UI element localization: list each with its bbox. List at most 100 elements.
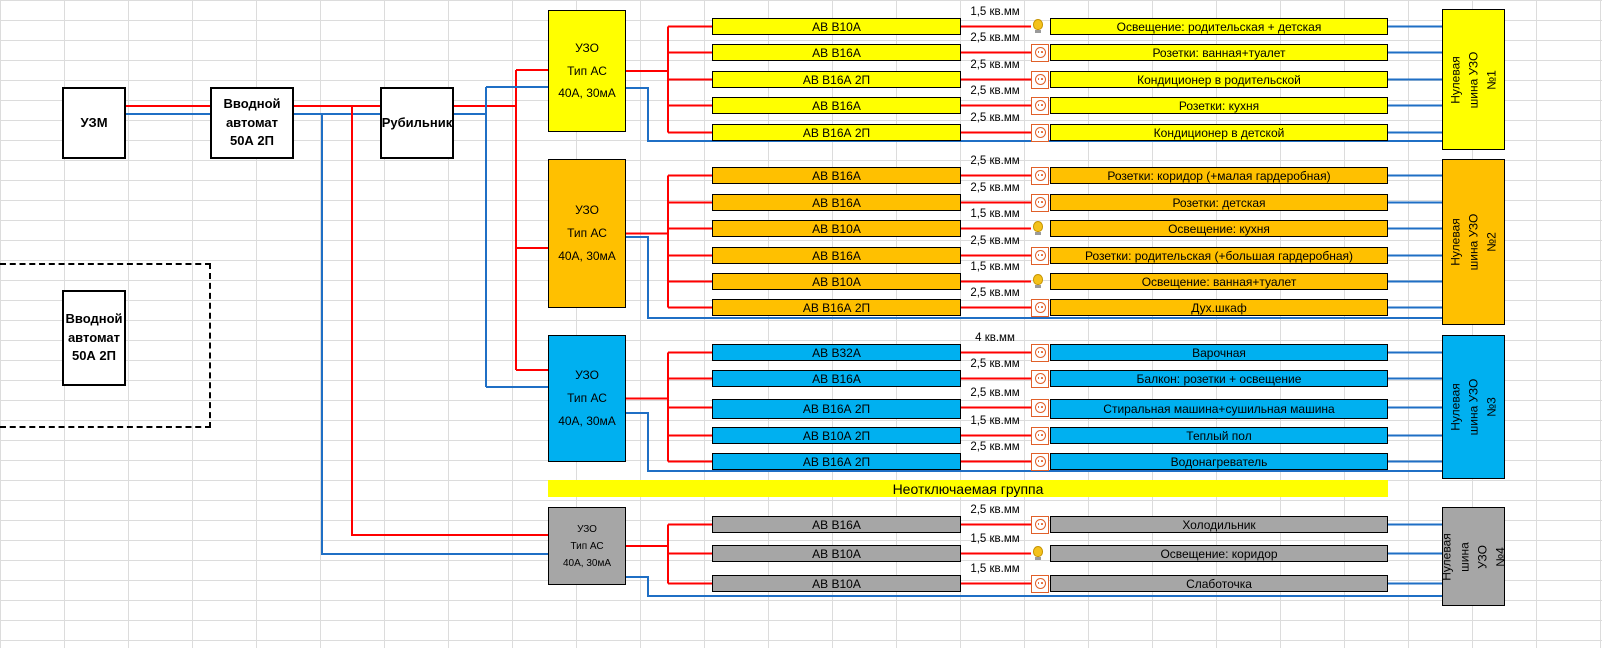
socket-icon-glyph — [1034, 197, 1046, 208]
cable-label-4-2: 1,5 кв.мм — [970, 533, 1020, 545]
socket-icon-glyph — [1034, 74, 1046, 85]
breaker-2-1: АВ В16А — [712, 167, 961, 184]
load-4-2: Освещение: коридор — [1050, 545, 1388, 562]
load-2-1: Розетки: коридор (+малая гардеробная) — [1050, 167, 1388, 184]
breaker-3-5: АВ В16А 2П — [712, 453, 961, 470]
breaker-1-4: АВ В16А — [712, 97, 961, 114]
breaker-3-1: АВ В32А — [712, 344, 961, 361]
load-3-2: Балкон: розетки + освещение — [1050, 370, 1388, 387]
socket-icon — [1031, 515, 1049, 534]
uzo-box-4: УЗО Тип АС 40А, 30мА — [548, 507, 626, 585]
neutral-bus-4: Нулевая шина УЗО №4 — [1440, 507, 1508, 606]
cable-label-2-3: 1,5 кв.мм — [970, 208, 1020, 220]
load-2-2: Розетки: детская — [1050, 194, 1388, 211]
load-2-4: Розетки: родительская (+большая гардероб… — [1050, 247, 1388, 264]
load-2-3: Освещение: кухня — [1050, 220, 1388, 237]
breaker-2-6: АВ В16А 2П — [712, 299, 961, 316]
bulb-icon-glyph — [1033, 19, 1043, 33]
neutral-bus-2: Нулевая шина УЗО №2 — [1442, 159, 1505, 325]
neutral-bus-label-4: Нулевая шина УЗО №4 — [1439, 532, 1508, 581]
cable-label-2-6: 2,5 кв.мм — [970, 287, 1020, 299]
neutral-bus-label-1: Нулевая шина УЗО №1 — [1448, 51, 1499, 108]
socket-icon — [1031, 298, 1049, 317]
breaker-2-3: АВ В10А — [712, 220, 961, 237]
breaker-1-1: АВ В10А — [712, 18, 961, 35]
breaker-2-4: АВ В16А — [712, 247, 961, 264]
bulb-icon — [1031, 220, 1045, 238]
socket-icon-glyph — [1034, 373, 1046, 384]
socket-icon — [1031, 43, 1049, 62]
cable-label-2-2: 2,5 кв.мм — [970, 182, 1020, 194]
uzm-box: УЗМ — [62, 87, 126, 159]
load-4-1: Холодильник — [1050, 516, 1388, 533]
cable-label-1-1: 1,5 кв.мм — [970, 6, 1020, 18]
cable-label-2-5: 1,5 кв.мм — [970, 261, 1020, 273]
socket-icon-glyph — [1034, 127, 1046, 138]
breaker-3-4: АВ В10А 2П — [712, 427, 961, 444]
socket-icon — [1031, 193, 1049, 212]
socket-icon-glyph — [1034, 347, 1046, 358]
breaker-4-3: АВ В10А — [712, 575, 961, 592]
load-3-1: Варочная — [1050, 344, 1388, 361]
load-2-5: Освещение: ванная+туалет — [1050, 273, 1388, 290]
bulb-icon-glyph — [1033, 546, 1043, 560]
breaker-3-3: АВ В16А 2П — [712, 399, 961, 419]
load-1-1: Освещение: родительская + детская — [1050, 18, 1388, 35]
load-1-3: Кондиционер в родительской — [1050, 71, 1388, 88]
bulb-icon — [1031, 18, 1045, 36]
socket-icon-glyph — [1034, 47, 1046, 58]
neutral-bus-label-3: Нулевая шина УЗО №3 — [1448, 378, 1499, 436]
socket-icon-glyph — [1034, 250, 1046, 261]
breaker-2-2: АВ В16А — [712, 194, 961, 211]
socket-icon-glyph — [1034, 100, 1046, 111]
breaker-1-5: АВ В16А 2П — [712, 124, 961, 141]
uzo-box-1: УЗО Тип АС 40А, 30мА — [548, 10, 626, 132]
bulb-icon-glyph — [1033, 221, 1043, 235]
cable-label-1-4: 2,5 кв.мм — [970, 85, 1020, 97]
socket-icon-glyph — [1034, 302, 1046, 313]
socket-icon — [1031, 343, 1049, 362]
socket-icon — [1031, 452, 1049, 471]
optional-area — [0, 263, 211, 428]
socket-icon-glyph — [1034, 456, 1046, 467]
phase-wire-group4-feed — [351, 106, 548, 536]
cable-label-2-4: 2,5 кв.мм — [970, 235, 1020, 247]
cable-label-3-5: 2,5 кв.мм — [970, 441, 1020, 453]
non-switchable-group-banner: Неотключаемая группа — [548, 480, 1388, 497]
socket-icon-glyph — [1034, 170, 1046, 181]
cable-label-3-4: 1,5 кв.мм — [970, 415, 1020, 427]
cable-label-4-3: 1,5 кв.мм — [970, 563, 1020, 575]
uzo-box-3: УЗО Тип АС 40А, 30мА — [548, 335, 626, 462]
bulb-icon-glyph — [1033, 274, 1043, 288]
socket-icon — [1031, 96, 1049, 115]
load-1-5: Кондиционер в детской — [1050, 124, 1388, 141]
cable-label-1-2: 2,5 кв.мм — [970, 32, 1020, 44]
cable-label-3-1: 4 кв.мм — [975, 332, 1015, 344]
socket-icon — [1031, 166, 1049, 185]
socket-icon-glyph — [1034, 578, 1046, 589]
breaker-2-5: АВ В10А — [712, 273, 961, 290]
neutral-bus-3: Нулевая шина УЗО №3 — [1442, 335, 1505, 479]
socket-icon-glyph — [1034, 519, 1046, 530]
neutral-bus-label-2: Нулевая шина УЗО №2 — [1448, 213, 1499, 271]
switch-box: Рубильник — [380, 87, 454, 159]
cable-label-2-1: 2,5 кв.мм — [970, 155, 1020, 167]
socket-icon — [1031, 123, 1049, 142]
cable-label-4-1: 2,5 кв.мм — [970, 504, 1020, 516]
breaker-3-2: АВ В16А — [712, 370, 961, 387]
socket-icon — [1031, 70, 1049, 89]
neutral-bus-1: Нулевая шина УЗО №1 — [1442, 9, 1505, 150]
breaker-1-3: АВ В16А 2П — [712, 71, 961, 88]
cable-label-3-3: 2,5 кв.мм — [970, 387, 1020, 399]
load-2-6: Дух.шкаф — [1050, 299, 1388, 316]
load-1-2: Розетки: ванная+туалет — [1050, 44, 1388, 61]
bulb-icon — [1031, 545, 1045, 563]
breaker-1-2: АВ В16А — [712, 44, 961, 61]
breaker-4-1: АВ В16А — [712, 516, 961, 533]
alt-main-breaker-box: Вводной автомат 50А 2П — [62, 290, 126, 386]
neutral-wire-group4-feed — [321, 114, 548, 555]
load-3-3: Стиральная машина+сушильная машина — [1050, 399, 1388, 419]
socket-icon — [1031, 398, 1049, 417]
load-3-5: Водонагреватель — [1050, 453, 1388, 470]
cable-label-3-2: 2,5 кв.мм — [970, 358, 1020, 370]
